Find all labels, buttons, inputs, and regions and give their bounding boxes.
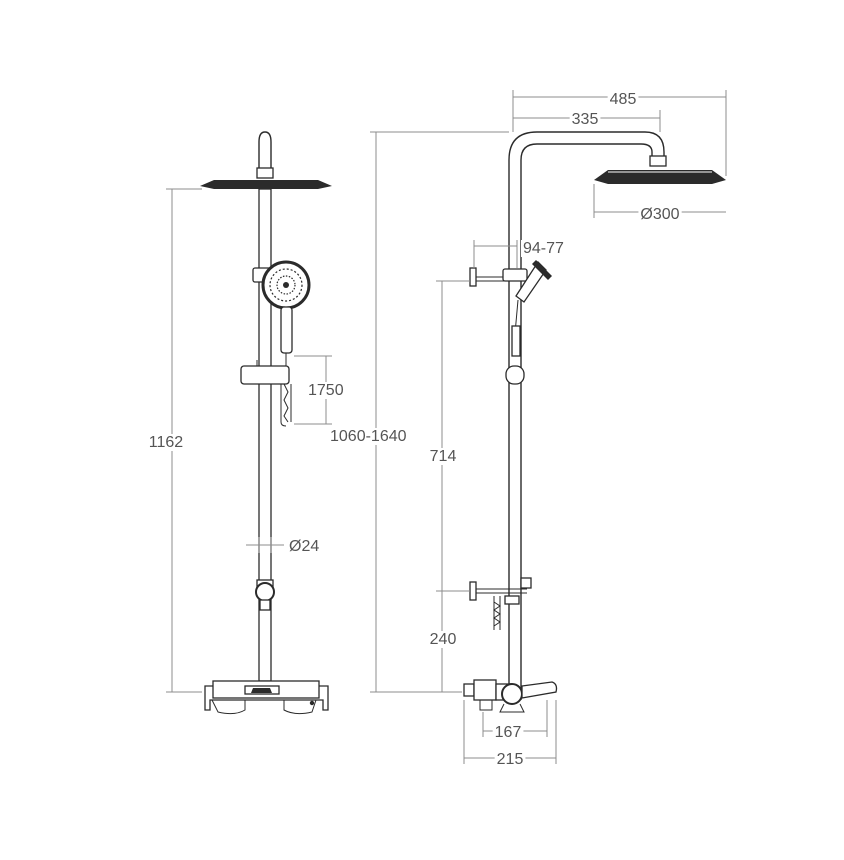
side-slide-holder xyxy=(505,325,525,385)
front-hand-shower xyxy=(261,260,311,372)
dim-714 xyxy=(436,280,470,592)
label-167: 167 xyxy=(495,724,522,741)
side-rain-head xyxy=(594,170,726,184)
side-arm-connector xyxy=(649,155,667,167)
label-1162: 1162 xyxy=(149,434,184,451)
label-background xyxy=(146,434,186,451)
label-240: 240 xyxy=(430,631,457,648)
side-shower-arm xyxy=(508,131,665,700)
label-335: 335 xyxy=(572,111,599,128)
front-wall-bracket xyxy=(255,579,275,611)
side-valve xyxy=(463,679,558,713)
front-rain-head xyxy=(200,180,332,189)
front-head-gooseneck xyxy=(258,131,272,172)
front-slide-holder xyxy=(240,360,292,427)
dim-94-77 xyxy=(473,240,518,268)
dim-1060-1640 xyxy=(370,131,509,693)
label-background xyxy=(492,724,524,741)
dim-rail-diameter xyxy=(246,537,284,553)
label-714: 714 xyxy=(430,448,457,465)
label-background xyxy=(607,91,639,108)
label-rail-diameter: Ø24 xyxy=(289,538,319,555)
side-top-bracket xyxy=(469,267,528,287)
label-94-77: 94-77 xyxy=(523,240,564,257)
label-background xyxy=(521,240,567,257)
label-1060-1640: 1060-1640 xyxy=(330,428,407,445)
label-background xyxy=(328,428,409,445)
label-background xyxy=(638,206,682,223)
label-background xyxy=(306,382,346,399)
front-head-connector xyxy=(256,167,274,179)
label-background xyxy=(569,111,601,128)
label-background xyxy=(427,631,459,648)
label-head-diameter: Ø300 xyxy=(640,206,679,223)
label-background xyxy=(494,751,526,768)
front-valve xyxy=(204,680,329,715)
side-lower-bracket xyxy=(469,577,532,630)
label-background xyxy=(427,448,459,465)
label-1750: 1750 xyxy=(308,382,344,399)
label-background xyxy=(287,538,322,555)
label-485: 485 xyxy=(610,91,637,108)
side-view xyxy=(370,90,727,764)
front-view xyxy=(166,131,332,715)
label-215: 215 xyxy=(497,751,524,768)
